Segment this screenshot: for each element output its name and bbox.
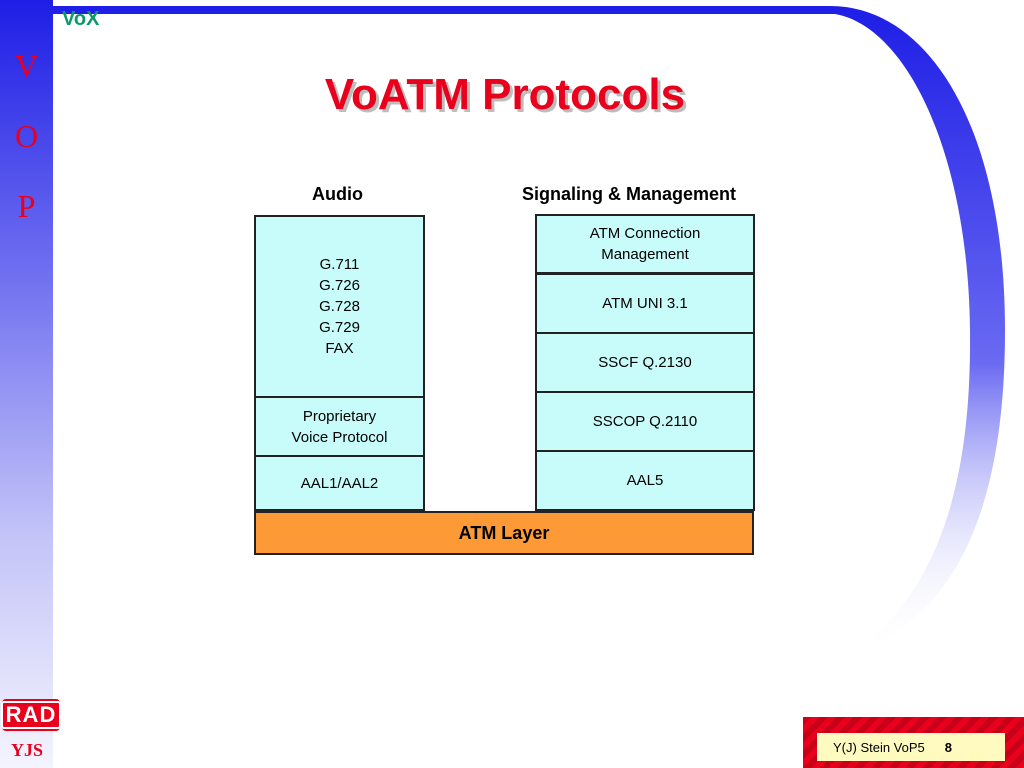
aal1-aal2-box: AAL1/AAL2 xyxy=(254,455,425,511)
footer-label-box: Y(J) Stein VoP5 8 xyxy=(817,733,1005,761)
sidebar-letter-p: P xyxy=(17,188,36,224)
atm-uni-box: ATM UNI 3.1 xyxy=(535,273,755,334)
sidebar-letter-o: O xyxy=(14,118,39,154)
page-number: 8 xyxy=(944,739,953,755)
aal5-box: AAL5 xyxy=(535,450,755,511)
connection-mgmt-line-2: Management xyxy=(601,246,689,263)
footer-banner: Y(J) Stein VoP5 8 xyxy=(803,717,1024,768)
codec-box: G.711 G.726 G.728 G.729 FAX xyxy=(254,215,425,398)
proprietary-voice-box: Proprietary Voice Protocol xyxy=(254,396,425,457)
footer-text: Y(J) Stein VoP5 xyxy=(833,739,925,755)
rad-logo-text: RAD xyxy=(0,701,62,729)
atm-layer-box: ATM Layer xyxy=(254,511,754,555)
codec-g726: G.726 xyxy=(319,277,360,294)
proprietary-line-1: Proprietary xyxy=(302,407,377,425)
connection-mgmt-line-1: ATM Connection xyxy=(589,225,701,242)
proprietary-line-2: Voice Protocol xyxy=(291,428,388,446)
codec-g711: G.711 xyxy=(319,256,360,273)
atm-connection-management-box: ATM Connection Management xyxy=(535,214,755,274)
section-label: VoX xyxy=(62,8,100,30)
signaling-column-heading: Signaling & Management xyxy=(522,184,737,204)
author-initials: YJS xyxy=(11,740,44,760)
sscop-box: SSCOP Q.2110 xyxy=(535,391,755,452)
page-title: VoATM Protocols xyxy=(324,70,686,119)
audio-column-heading: Audio xyxy=(312,184,363,204)
codec-fax: FAX xyxy=(325,340,354,357)
codec-g729: G.729 xyxy=(319,319,360,336)
sscf-box: SSCF Q.2130 xyxy=(535,332,755,393)
sidebar xyxy=(0,0,53,768)
sidebar-letter-v: V xyxy=(14,48,39,84)
rad-logo: RAD xyxy=(0,699,62,731)
codec-g728: G.728 xyxy=(319,298,360,315)
